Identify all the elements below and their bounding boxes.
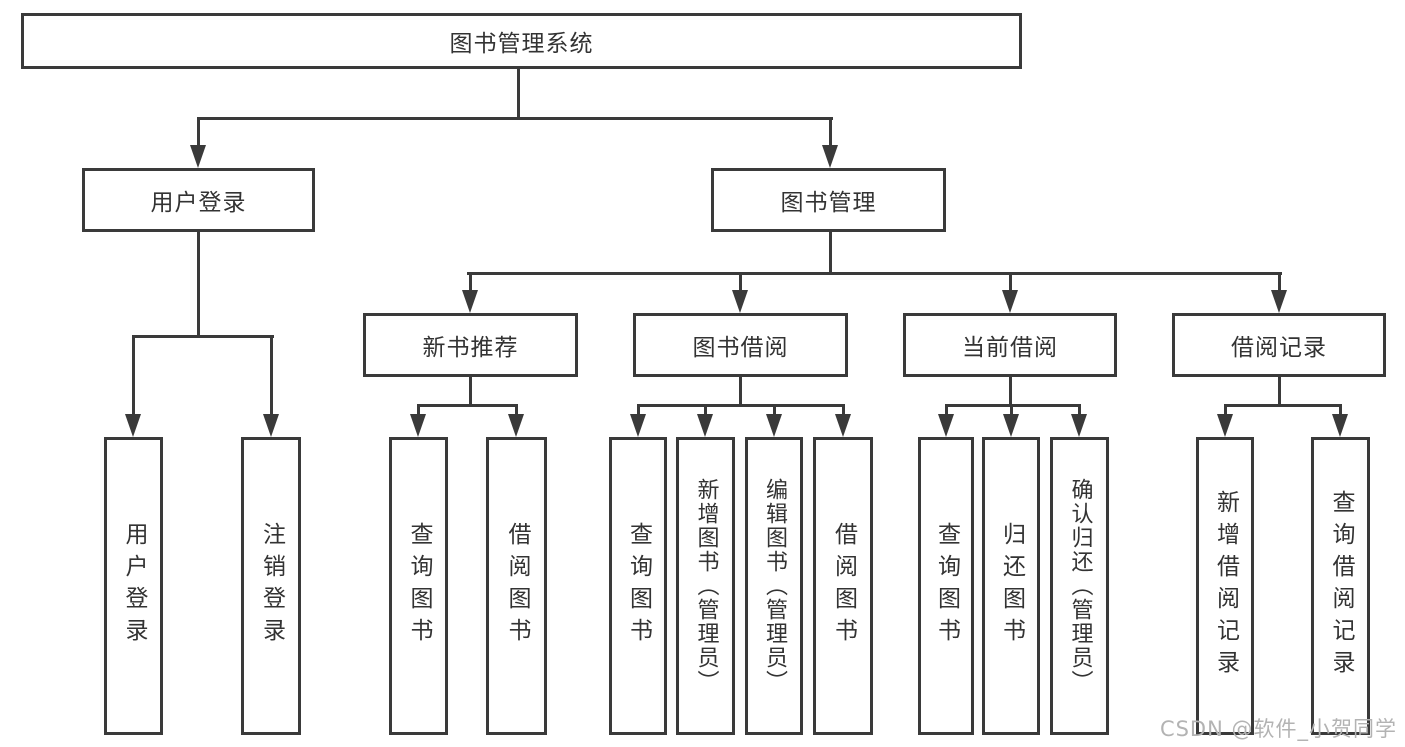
connector-drop [270,335,273,417]
leaf-query-books-borrow: 查询图书 [609,437,667,735]
leaf-confirm-return-admin-label: 确认归还（管理员） [1067,478,1093,694]
arrowhead-down-icon [190,145,206,168]
connector-drop [417,404,420,416]
leaf-confirm-return-admin: 确认归还（管理员） [1050,437,1109,735]
node-book-management-label: 图书管理 [780,190,877,216]
leaf-logout: 注销登录 [241,437,301,735]
leaf-query-borrow-record: 查询借阅记录 [1311,437,1370,735]
leaf-edit-book-admin-label: 编辑图书（管理员） [762,478,787,694]
connector-drop [829,117,832,148]
connector-root-stem [517,66,520,119]
node-book-borrow-label: 图书借阅 [692,335,789,361]
connector-borrow-records-rail [1224,404,1341,407]
leaf-return-book: 归还图书 [982,437,1040,735]
node-borrow-records-label: 借阅记录 [1231,335,1327,361]
leaf-edit-book-admin: 编辑图书（管理员） [745,437,803,735]
connector-drop [1010,404,1013,416]
connector-book-borrow-stem [739,374,742,406]
leaf-add-book-admin-label: 新增图书（管理员） [693,478,719,694]
arrowhead-down-icon [732,290,748,313]
connector-drop [739,272,742,292]
leaf-borrow-books-recommend: 借阅图书 [486,437,547,735]
node-library-system: 图书管理系统 [21,13,1022,69]
arrowhead-down-icon [822,145,838,168]
connector-drop [1009,272,1012,292]
connector-drop [1078,404,1081,416]
arrowhead-down-icon [263,414,279,437]
node-current-borrow: 当前借阅 [903,313,1117,377]
connector-drop [704,404,707,416]
arrowhead-down-icon [835,414,851,437]
arrowhead-down-icon [1217,414,1233,437]
leaf-borrow-books: 借阅图书 [813,437,873,735]
arrowhead-down-icon [125,414,141,437]
connector-drop [945,404,948,416]
watermark: CSDN @软件_小贺同学 [1159,717,1397,741]
connector-book-management-rail [467,272,1282,275]
leaf-query-books-recommend: 查询图书 [389,437,448,735]
leaf-query-borrow-record-label: 查询借阅记录 [1328,490,1354,682]
leaf-logout-label: 注销登录 [258,522,285,650]
node-library-system-label: 图书管理系统 [449,31,594,57]
arrowhead-down-icon [1003,414,1019,437]
node-new-book-recommend: 新书推荐 [363,313,578,377]
node-book-borrow: 图书借阅 [633,313,848,377]
connector-drop [1278,272,1281,292]
arrowhead-down-icon [1002,290,1018,313]
leaf-query-books-current: 查询图书 [918,437,974,735]
connector-drop [637,404,640,416]
arrowhead-down-icon [410,414,426,437]
node-user-login: 用户登录 [82,168,315,232]
arrowhead-down-icon [630,414,646,437]
arrowhead-down-icon [697,414,713,437]
leaf-user-login-label: 用户登录 [121,522,147,650]
leaf-query-books-recommend-label: 查询图书 [406,522,432,650]
leaf-borrow-books-label: 借阅图书 [830,522,857,650]
connector-drop [469,272,472,292]
node-new-book-recommend-label: 新书推荐 [422,335,519,361]
arrowhead-down-icon [1071,414,1087,437]
node-user-login-label: 用户登录 [150,190,247,216]
connector-drop [515,404,518,416]
arrowhead-down-icon [938,414,954,437]
arrowhead-down-icon [508,414,524,437]
connector-new-book-stem [469,374,472,406]
connector-borrow-records-stem [1278,374,1281,406]
connector-current-borrow-stem [1009,374,1012,406]
node-borrow-records: 借阅记录 [1172,313,1386,377]
leaf-add-book-admin: 新增图书（管理员） [676,437,735,735]
leaf-borrow-books-recommend-label: 借阅图书 [504,522,530,650]
connector-drop [197,117,200,148]
arrowhead-down-icon [462,290,478,313]
leaf-return-book-label: 归还图书 [998,522,1025,650]
leaf-add-borrow-record: 新增借阅记录 [1196,437,1254,735]
arrowhead-down-icon [1271,290,1287,313]
connector-drop [1339,404,1342,416]
connector-book-borrow-rail [637,404,844,407]
connector-drop [1224,404,1227,416]
connector-drop [773,404,776,416]
arrowhead-down-icon [766,414,782,437]
connector-book-management-stem [829,229,832,275]
node-current-borrow-label: 当前借阅 [962,335,1058,361]
leaf-query-books-current-label: 查询图书 [933,522,960,650]
connector-new-book-rail [417,404,518,407]
connector-user-login-stem [197,229,200,337]
connector-drop [842,404,845,416]
connector-user-login-rail [132,335,274,338]
arrowhead-down-icon [1332,414,1348,437]
leaf-query-books-borrow-label: 查询图书 [625,522,652,650]
leaf-user-login: 用户登录 [104,437,163,735]
node-book-management: 图书管理 [711,168,946,232]
connector-drop [132,335,135,417]
leaf-add-borrow-record-label: 新增借阅记录 [1212,490,1239,682]
connector-root-rail [197,117,833,120]
